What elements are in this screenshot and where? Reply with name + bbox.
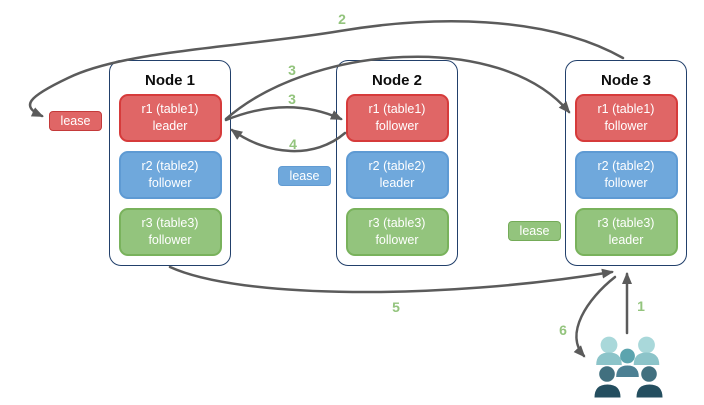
- replica-r1-node1: r1 (table1) leader: [118, 94, 222, 142]
- replica-name: r1 (table1): [141, 101, 199, 116]
- replica-role: follower: [148, 176, 192, 190]
- replica-name: r1 (table1): [368, 101, 426, 116]
- node-3-replicas: r1 (table1) follower r2 (table2) followe…: [566, 94, 686, 256]
- node-2-title: Node 2: [371, 72, 422, 89]
- replica-role: leader: [608, 233, 644, 247]
- node-1: Node 1 r1 (table1) leader r2 (table2) fo…: [109, 60, 231, 266]
- replica-role: follower: [604, 176, 648, 190]
- replica-name: r3 (table3): [141, 215, 199, 230]
- user-bottom-left: [594, 366, 621, 398]
- users-icon: [594, 336, 663, 398]
- replica-name: r2 (table2): [368, 158, 426, 173]
- node-3-title: Node 3: [600, 72, 651, 89]
- replica-name: r3 (table3): [597, 215, 655, 230]
- node-1-replicas: r1 (table1) leader r2 (table2) follower …: [110, 94, 230, 256]
- lease-badge-r3: lease: [508, 221, 561, 241]
- replica-role: follower: [148, 233, 192, 247]
- node-3: Node 3 r1 (table1) follower r2 (table2) …: [565, 60, 687, 266]
- replica-role: follower: [604, 119, 648, 133]
- replica-role: follower: [375, 233, 419, 247]
- user-middle: [616, 348, 639, 377]
- step-label-4: 4: [289, 136, 297, 152]
- node-2-replicas: r1 (table1) follower r2 (table2) leader …: [337, 94, 457, 256]
- step-label-1: 1: [637, 298, 645, 314]
- replica-r2-node1: r2 (table2) follower: [118, 151, 222, 199]
- arrow-step-6: [573, 275, 617, 358]
- replica-r3-node2: r3 (table3) follower: [345, 208, 449, 256]
- replica-r3-node3: r3 (table3) leader: [574, 208, 678, 256]
- user-bottom-right: [636, 366, 663, 398]
- step-label-3b: 3: [288, 91, 296, 107]
- step-label-6: 6: [559, 322, 567, 338]
- step-label-5: 5: [392, 299, 400, 315]
- replica-role: follower: [375, 119, 419, 133]
- replica-name: r3 (table3): [368, 215, 426, 230]
- replica-role: leader: [152, 119, 188, 133]
- node-2: Node 2 r1 (table1) follower r2 (table2) …: [336, 60, 458, 266]
- user-top-right: [633, 336, 660, 365]
- arrow-step-3-to-node2: [224, 106, 343, 122]
- replica-role: leader: [379, 176, 415, 190]
- arrow-step-5: [168, 265, 614, 294]
- replica-name: r1 (table1): [597, 101, 655, 116]
- replica-r2-node2: r2 (table2) leader: [345, 151, 449, 199]
- lease-badge-r2: lease: [278, 166, 331, 186]
- replica-name: r2 (table2): [597, 158, 655, 173]
- step-label-2: 2: [338, 11, 346, 27]
- replica-name: r2 (table2): [141, 158, 199, 173]
- replica-r3-node1: r3 (table3) follower: [118, 208, 222, 256]
- user-top-left: [596, 336, 622, 365]
- node-1-title: Node 1: [144, 72, 195, 89]
- replica-r1-node3: r1 (table1) follower: [574, 94, 678, 142]
- replica-r1-node2: r1 (table1) follower: [345, 94, 449, 142]
- replica-r2-node3: r2 (table2) follower: [574, 151, 678, 199]
- step-label-3a: 3: [288, 62, 296, 78]
- lease-badge-r1: lease: [49, 111, 102, 131]
